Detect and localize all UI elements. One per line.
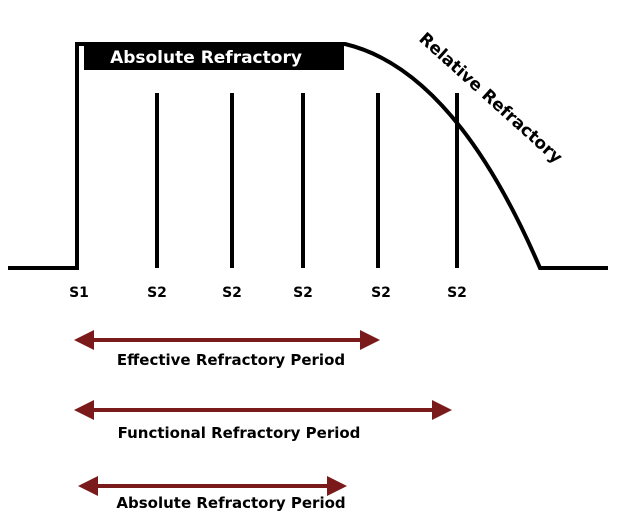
action-potential-trace [8,42,608,270]
stimulus-label-s1: S1 [69,285,89,301]
stimulus-label-s2: S2 [371,285,391,301]
stimulus-label-s2: S2 [293,285,313,301]
absolute-period-label: Absolute Refractory Period [116,494,345,512]
effective-period-label: Effective Refractory Period [117,351,345,369]
stimulus-label-s2: S2 [147,285,167,301]
absolute-refractory-box [84,44,344,70]
stimulus-label-s2: S2 [222,285,242,301]
stimulus-label-s2: S2 [447,285,467,301]
absolute-refractory-label: Absolute Refractory [110,48,302,68]
functional-period-label: Functional Refractory Period [118,424,361,442]
